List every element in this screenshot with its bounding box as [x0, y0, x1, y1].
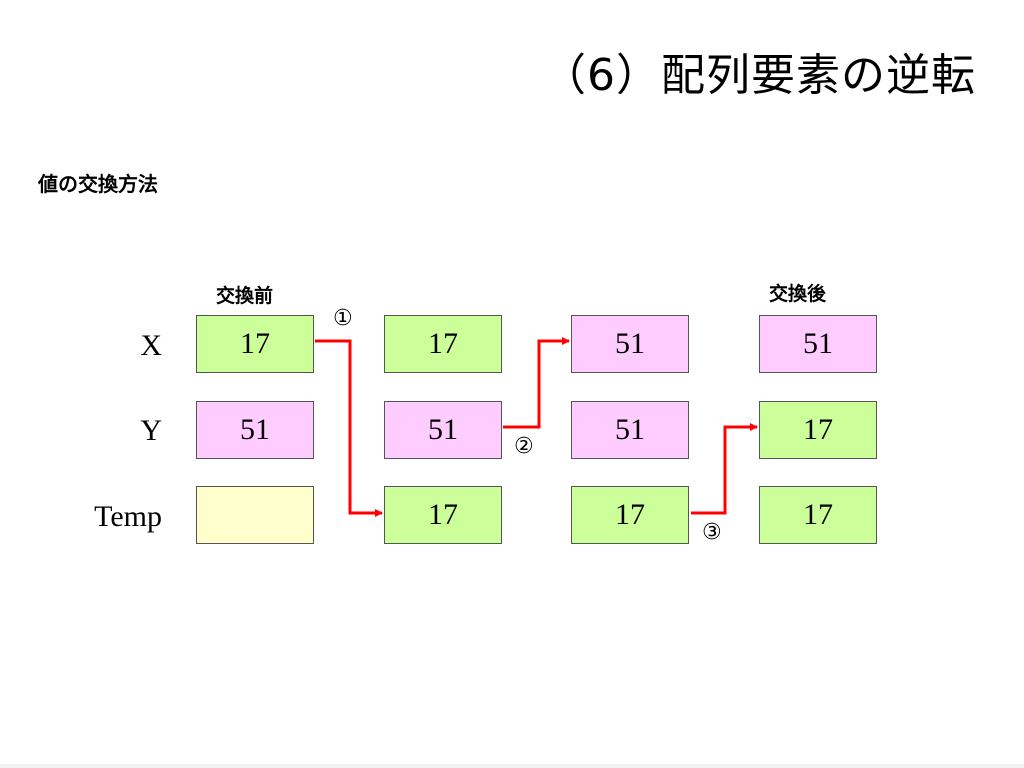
stage2-y-cell: 51 [384, 401, 502, 459]
slide-subtitle: 値の交換方法 [38, 172, 158, 196]
row-label-temp: Temp [94, 500, 162, 533]
stage1-y-cell: 51 [196, 401, 314, 459]
step-two-marker: ② [514, 434, 534, 459]
stage2-x-cell: 17 [384, 315, 502, 373]
row-label-x: X [140, 329, 162, 362]
stage3-x-cell: 51 [571, 315, 689, 373]
before-swap-label: 交換前 [216, 285, 274, 307]
step-two-arrow [503, 337, 570, 429]
step-one-arrow [315, 339, 383, 517]
stage2-temp-cell: 17 [384, 486, 502, 544]
bottom-divider [0, 764, 1024, 768]
stage4-temp-cell: 17 [759, 486, 877, 544]
row-label-y: Y [140, 414, 162, 447]
stage1-temp-cell [196, 486, 314, 544]
stage3-y-cell: 51 [571, 401, 689, 459]
step-three-arrow [691, 423, 758, 515]
step-three-marker: ③ [702, 520, 722, 545]
step-one-marker: ① [333, 306, 353, 331]
stage3-temp-cell: 17 [571, 486, 689, 544]
stage4-y-cell: 17 [759, 401, 877, 459]
slide-title: （6）配列要素の逆転 [542, 50, 976, 101]
stage4-x-cell: 51 [759, 315, 877, 373]
after-swap-label: 交換後 [769, 283, 827, 305]
stage1-x-cell: 17 [196, 315, 314, 373]
